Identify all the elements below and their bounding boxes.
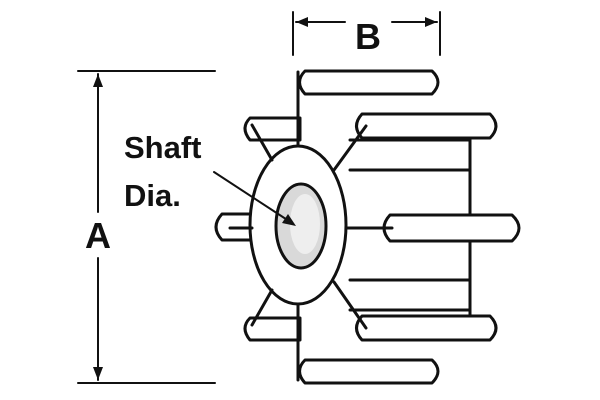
dimension-b-arrow-left <box>296 17 308 27</box>
dimension-b-arrow-right <box>425 17 437 27</box>
impeller-body <box>214 69 521 385</box>
vane-bottom <box>298 358 440 385</box>
shaft-bore-highlight <box>290 194 320 254</box>
vane-top <box>298 69 440 96</box>
dimension-b-group: B <box>292 11 441 57</box>
vane-back-lower-left <box>243 316 302 342</box>
spoke-lower-right <box>332 280 368 330</box>
vane-upper-right <box>355 112 498 140</box>
dimension-a-group: A <box>77 70 216 384</box>
dimension-a-arrow-bottom <box>93 367 103 380</box>
shaft-diameter-callout: Shaft Dia. <box>124 130 296 226</box>
shaft-leader-arrow <box>282 214 296 226</box>
spoke-upper-right <box>332 124 368 172</box>
shaft-label-line2: Dia. <box>124 178 181 213</box>
shaft-leader-line <box>213 171 293 224</box>
dimension-b-label: B <box>355 16 381 57</box>
vane-right <box>382 213 521 243</box>
dimension-a-arrow-top <box>93 74 103 87</box>
spoke-upper-left <box>250 123 274 162</box>
shaft-label-line1: Shaft <box>124 130 202 165</box>
vane-lower-right <box>355 314 498 342</box>
spoke-lower-left <box>250 288 274 327</box>
dimension-a-label: A <box>85 215 111 256</box>
